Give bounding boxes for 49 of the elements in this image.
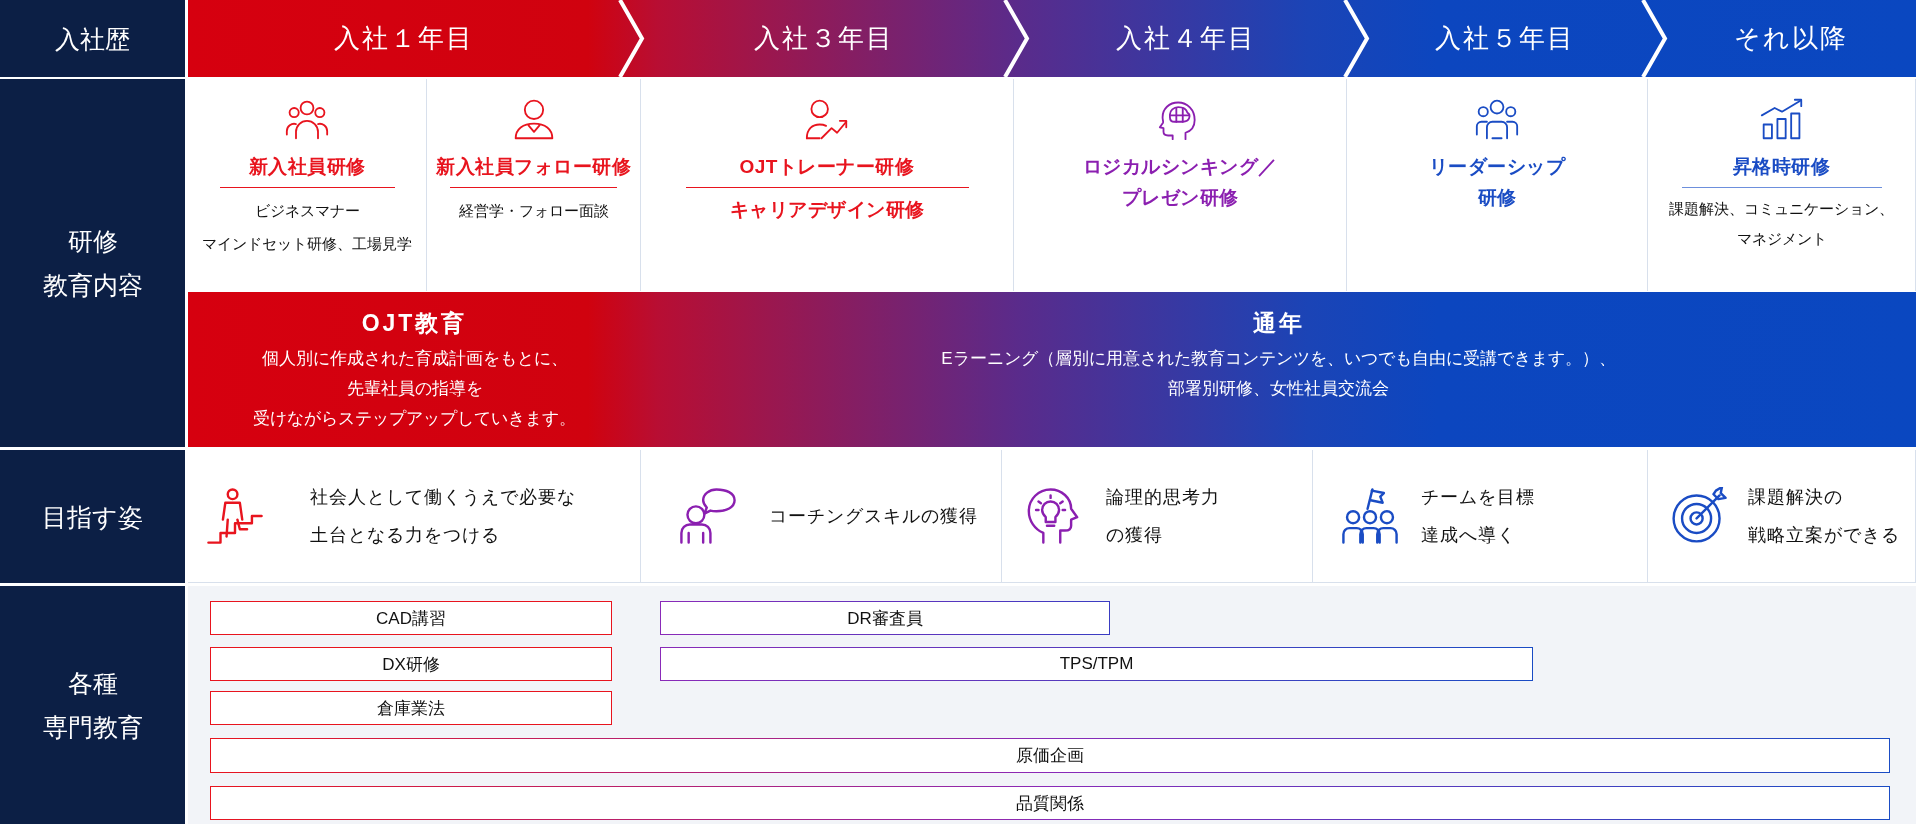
year-step: それ以降 (1643, 0, 1916, 77)
course-title: 昇格時研修 (1732, 155, 1831, 179)
row-heading: 教育内容 (42, 270, 143, 301)
row-heading: 専門教育 (42, 712, 143, 743)
row-heading: 研修 (67, 226, 118, 257)
course-title: 新入社員フォロー研修 (436, 155, 631, 179)
row-heading: 目指す姿 (42, 501, 143, 533)
row-heading: 各種 (67, 668, 118, 699)
course-bar: DX研修 (210, 647, 612, 681)
course-bar: TPS/TPM (660, 647, 1533, 681)
banner-title: OJT教育 (361, 309, 468, 338)
goal-text: 社会人として働くうえで必要な土台となる力をつける (310, 486, 577, 547)
program-banner (641, 292, 1916, 447)
banner-text: Eラーニング（層別に用意された教育コンテンツを、いつでも自由に受講できます。）、 (941, 348, 1616, 370)
course-bar: CAD講習 (210, 601, 612, 635)
course-bar: 倉庫業法 (210, 691, 612, 725)
goal-text: 課題解決の戦略立案ができる (1748, 486, 1901, 547)
goal-text: コーチングスキルの獲得 (769, 505, 978, 528)
course-title: キャリアデザイン研修 (729, 198, 925, 222)
row-header (0, 450, 185, 583)
row-heading: 入社歴 (55, 23, 130, 55)
row-header (0, 79, 185, 447)
goal-text: チームを目標達成へ導く (1421, 486, 1536, 547)
course-bar: 品質関係 (210, 786, 1890, 820)
goal-card (188, 450, 641, 583)
program-banner (188, 292, 641, 447)
course-title: 新入社員研修 (248, 155, 366, 179)
course-detail: マインドセット研修、工場見学 (202, 234, 412, 254)
banner-text: 部署別研修、女性社員交流会 (1168, 378, 1389, 400)
year-step: 入社３年目 (620, 0, 1027, 77)
course-detail: 課題解決、コミュニケーション、マネジメント (1668, 199, 1895, 249)
goal-card (641, 450, 1002, 583)
course-title: ロジカルシンキング／プレゼン研修 (1081, 155, 1279, 210)
course-bar: DR審査員 (660, 601, 1110, 635)
goal-card (1313, 450, 1648, 583)
goal-card (1648, 450, 1916, 583)
year-step: 入社４年目 (1005, 0, 1367, 77)
year-step: 入社５年目 (1345, 0, 1665, 77)
course-detail: ビジネスマナー (254, 201, 360, 221)
banner-title: 通年 (1252, 309, 1305, 338)
course-detail: 経営学・フォロー面談 (458, 201, 609, 221)
banner-text: 個人別に作成された育成計画をもとに、先輩社員の指導を受けながらステップアップしていきます。 (252, 348, 577, 430)
course-title: OJTトレーナー研修 (739, 155, 915, 179)
year-step: 入社１年目 (188, 0, 642, 77)
goal-text: 論理的思考力の獲得 (1106, 486, 1221, 547)
row-header (0, 586, 185, 824)
goal-card (1002, 450, 1313, 583)
row-header (0, 0, 185, 77)
course-title: リーダーシップ研修 (1427, 155, 1567, 210)
